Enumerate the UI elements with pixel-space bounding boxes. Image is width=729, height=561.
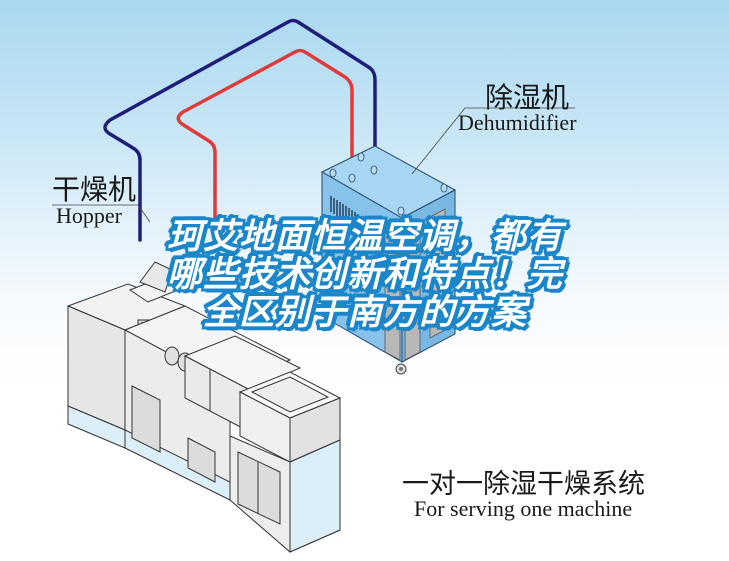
article-title-overlay: 珂艾地面恒温空调，都有 哪些技术创新和特点！完 全区别于南方的方案 — [110, 218, 620, 332]
dehumidifier-label-en: Dehumidifier — [458, 110, 577, 135]
system-label-en: For serving one machine — [414, 496, 633, 521]
dehumidifier-unit — [320, 145, 457, 375]
dehumidifier-label-cn: 除湿机 — [485, 81, 570, 114]
title-line-3: 全区别于南方的方案 — [202, 293, 527, 333]
return-air-pipe — [103, 18, 377, 242]
supply-air-pipe — [176, 48, 354, 252]
hopper-label-cn: 干燥机 — [52, 173, 137, 206]
title-line-1: 珂艾地面恒温空调，都有 — [166, 217, 563, 257]
injection-molding-machine — [66, 261, 342, 553]
system-label-cn: 一对一除湿干燥系统 — [402, 469, 645, 500]
hopper-label-en: Hopper — [56, 203, 122, 228]
leader-lines — [52, 107, 575, 223]
title-line-2: 哪些技术创新和特点！完 — [166, 255, 563, 295]
